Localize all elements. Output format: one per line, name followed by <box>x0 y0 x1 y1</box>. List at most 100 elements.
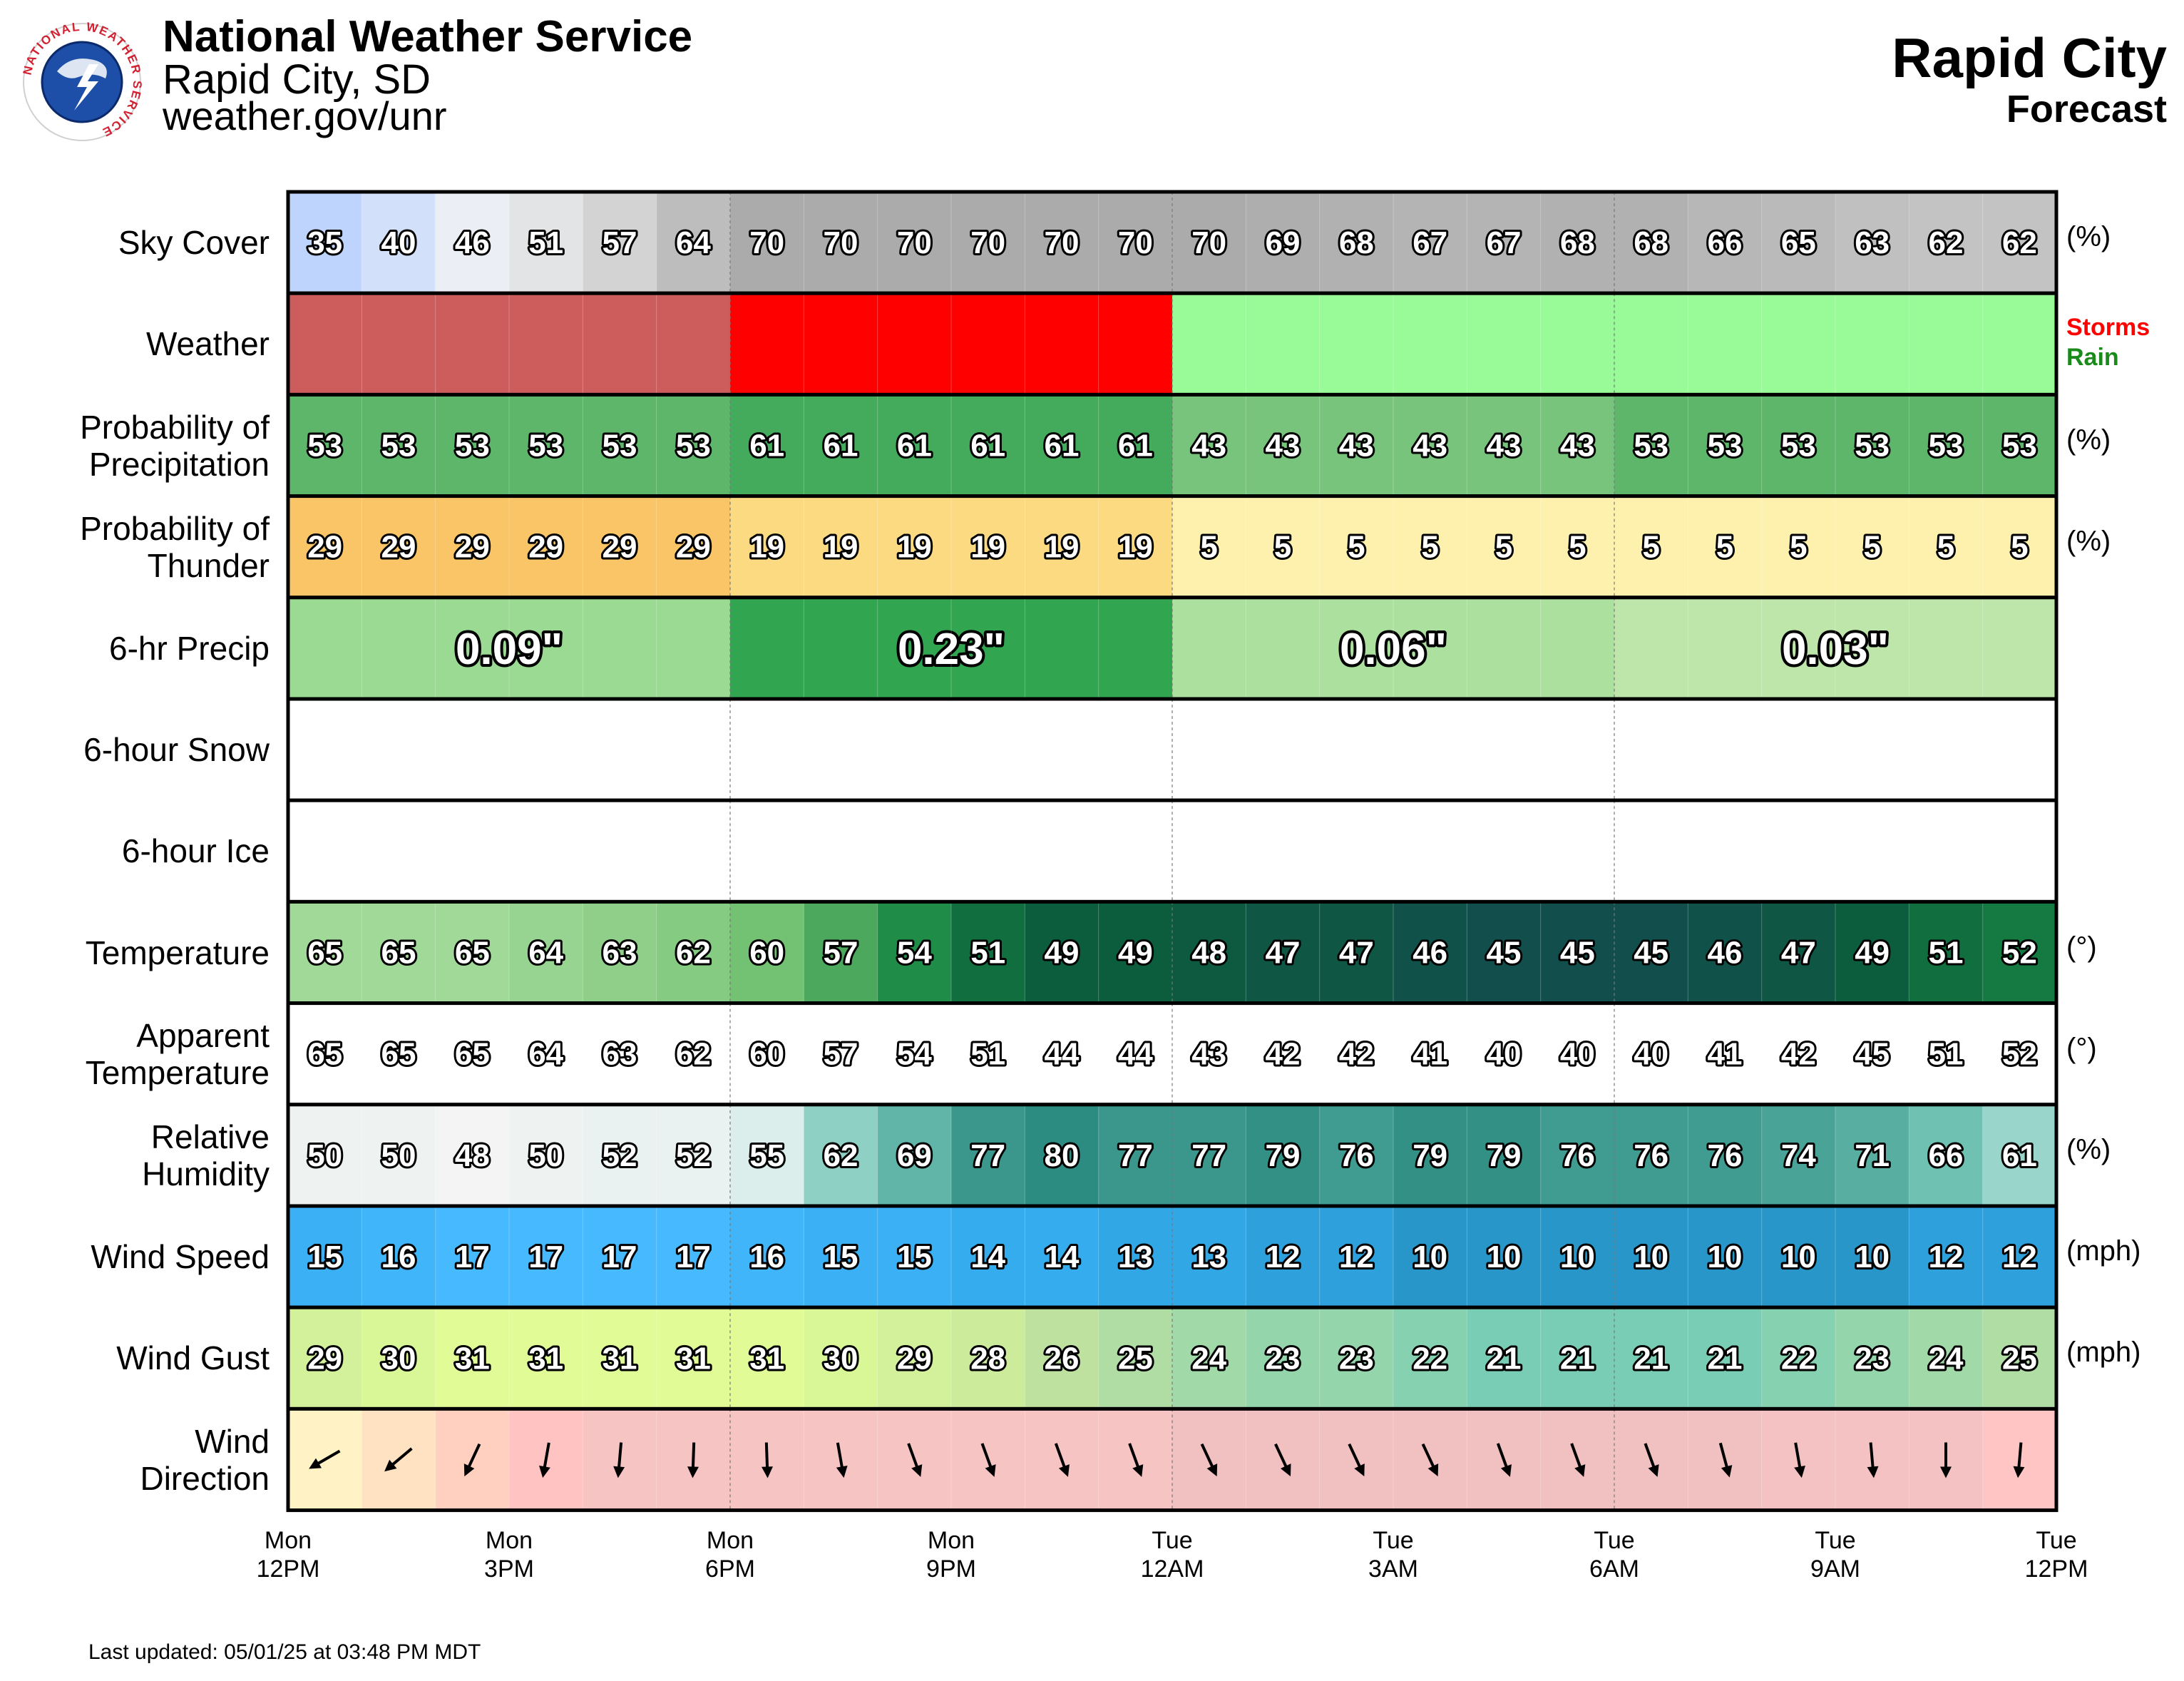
rh-cell <box>1025 1104 1099 1206</box>
apparent-cell <box>435 1003 510 1105</box>
apparent-cell <box>1835 1003 1909 1105</box>
gust-cell <box>1982 1307 2057 1409</box>
pop-cell <box>1025 394 1099 496</box>
thunder-cell <box>804 496 878 598</box>
gust-value: 23 <box>1339 1341 1374 1376</box>
unit-label-wspd: (mph) <box>2066 1235 2141 1267</box>
rh-cell <box>1467 1104 1542 1206</box>
gust-cell <box>1393 1307 1467 1409</box>
snow-empty <box>288 699 2056 801</box>
apparent-cell <box>1172 1003 1246 1105</box>
pop-value: 53 <box>603 429 637 464</box>
gust-cell <box>1835 1307 1909 1409</box>
wspd-value: 16 <box>749 1240 784 1274</box>
rh-cell <box>362 1104 436 1206</box>
apparent-value: 62 <box>676 1037 711 1072</box>
wspd-cell <box>1909 1206 1984 1308</box>
thunder-value: 5 <box>1642 530 1659 565</box>
apparent-cell <box>1098 1003 1173 1105</box>
sky-cell <box>435 192 510 294</box>
pop-value: 53 <box>1781 429 1816 464</box>
row-qpf: 0.09"0.23"0.06"0.03" <box>286 596 2059 701</box>
thunder-cell <box>1246 496 1321 598</box>
temp-cell <box>1540 901 1615 1003</box>
pop-cell <box>1614 394 1688 496</box>
sky-cell <box>1098 192 1173 294</box>
thunder-value: 5 <box>1937 530 1954 565</box>
wspd-value: 12 <box>1339 1240 1374 1274</box>
rh-value: 79 <box>1487 1138 1522 1173</box>
apparent-cell <box>1393 1003 1467 1105</box>
pop-cell <box>509 394 583 496</box>
temp-value: 46 <box>1708 936 1743 971</box>
wspd-cell <box>435 1206 510 1308</box>
gust-value: 23 <box>1855 1341 1890 1376</box>
pop-cell <box>1909 394 1984 496</box>
gust-cell <box>1467 1307 1542 1409</box>
office-site: weather.gov/unr <box>163 93 447 138</box>
apparent-value: 42 <box>1266 1037 1301 1072</box>
thunder-cell <box>1098 496 1173 598</box>
unit-label-gust: (mph) <box>2066 1337 2141 1369</box>
gust-value: 31 <box>603 1341 637 1376</box>
unit-label-rh: (%) <box>2066 1133 2111 1165</box>
pop-cell <box>1467 394 1542 496</box>
sky-value: 66 <box>1708 225 1743 260</box>
temp-value: 51 <box>1929 936 1964 971</box>
temp-value: 65 <box>307 936 342 971</box>
temp-value: 64 <box>528 936 563 971</box>
pop-value: 53 <box>676 429 711 464</box>
qpf-block <box>1172 597 1614 699</box>
legend-rain: Rain <box>2066 344 2119 371</box>
apparent-value: 40 <box>1487 1037 1522 1072</box>
ice-empty <box>288 800 2056 902</box>
pop-value: 53 <box>1708 429 1743 464</box>
rh-value: 79 <box>1413 1138 1447 1173</box>
sky-cell <box>1540 192 1615 294</box>
temp-value: 49 <box>1118 936 1153 971</box>
gust-cell <box>288 1307 362 1409</box>
rh-cell <box>1098 1104 1173 1206</box>
gust-value: 30 <box>824 1341 858 1376</box>
thunder-value: 5 <box>1790 530 1807 565</box>
apparent-value: 41 <box>1413 1037 1447 1072</box>
row-label-qpf: 6-hr Precip <box>109 629 270 667</box>
pop-cell <box>804 394 878 496</box>
pop-value: 61 <box>749 429 784 464</box>
apparent-cell <box>288 1003 362 1105</box>
thunder-cell <box>1467 496 1542 598</box>
wspd-cell <box>1319 1206 1394 1308</box>
apparent-cell <box>1614 1003 1688 1105</box>
temp-value: 49 <box>1045 936 1080 971</box>
thunder-value: 5 <box>1716 530 1733 565</box>
apparent-cell <box>1688 1003 1763 1105</box>
pop-value: 43 <box>1339 429 1374 464</box>
temp-value: 47 <box>1266 936 1301 971</box>
gust-cell <box>656 1307 731 1409</box>
pop-value: 61 <box>897 429 932 464</box>
org-name: National Weather Service <box>163 12 693 61</box>
chart-title: Rapid City <box>1892 26 2167 89</box>
unit-label-apparent: (°) <box>2066 1032 2097 1064</box>
thunder-value: 29 <box>381 530 416 565</box>
pop-cell <box>288 394 362 496</box>
temp-cell <box>1467 901 1542 1003</box>
gust-value: 22 <box>1413 1341 1447 1376</box>
pop-value: 43 <box>1560 429 1595 464</box>
wspd-cell <box>1540 1206 1615 1308</box>
temp-value: 46 <box>1413 936 1447 971</box>
wind-arrow-icon <box>836 1442 848 1478</box>
wspd-value: 14 <box>1045 1240 1080 1274</box>
pop-cell <box>1098 394 1173 496</box>
apparent-cell <box>1319 1003 1394 1105</box>
pop-cell <box>362 394 436 496</box>
gust-value: 23 <box>1266 1341 1301 1376</box>
wspd-value: 13 <box>1118 1240 1153 1274</box>
row-label-gust: Wind Gust <box>116 1339 270 1377</box>
rh-value: 76 <box>1560 1138 1595 1173</box>
